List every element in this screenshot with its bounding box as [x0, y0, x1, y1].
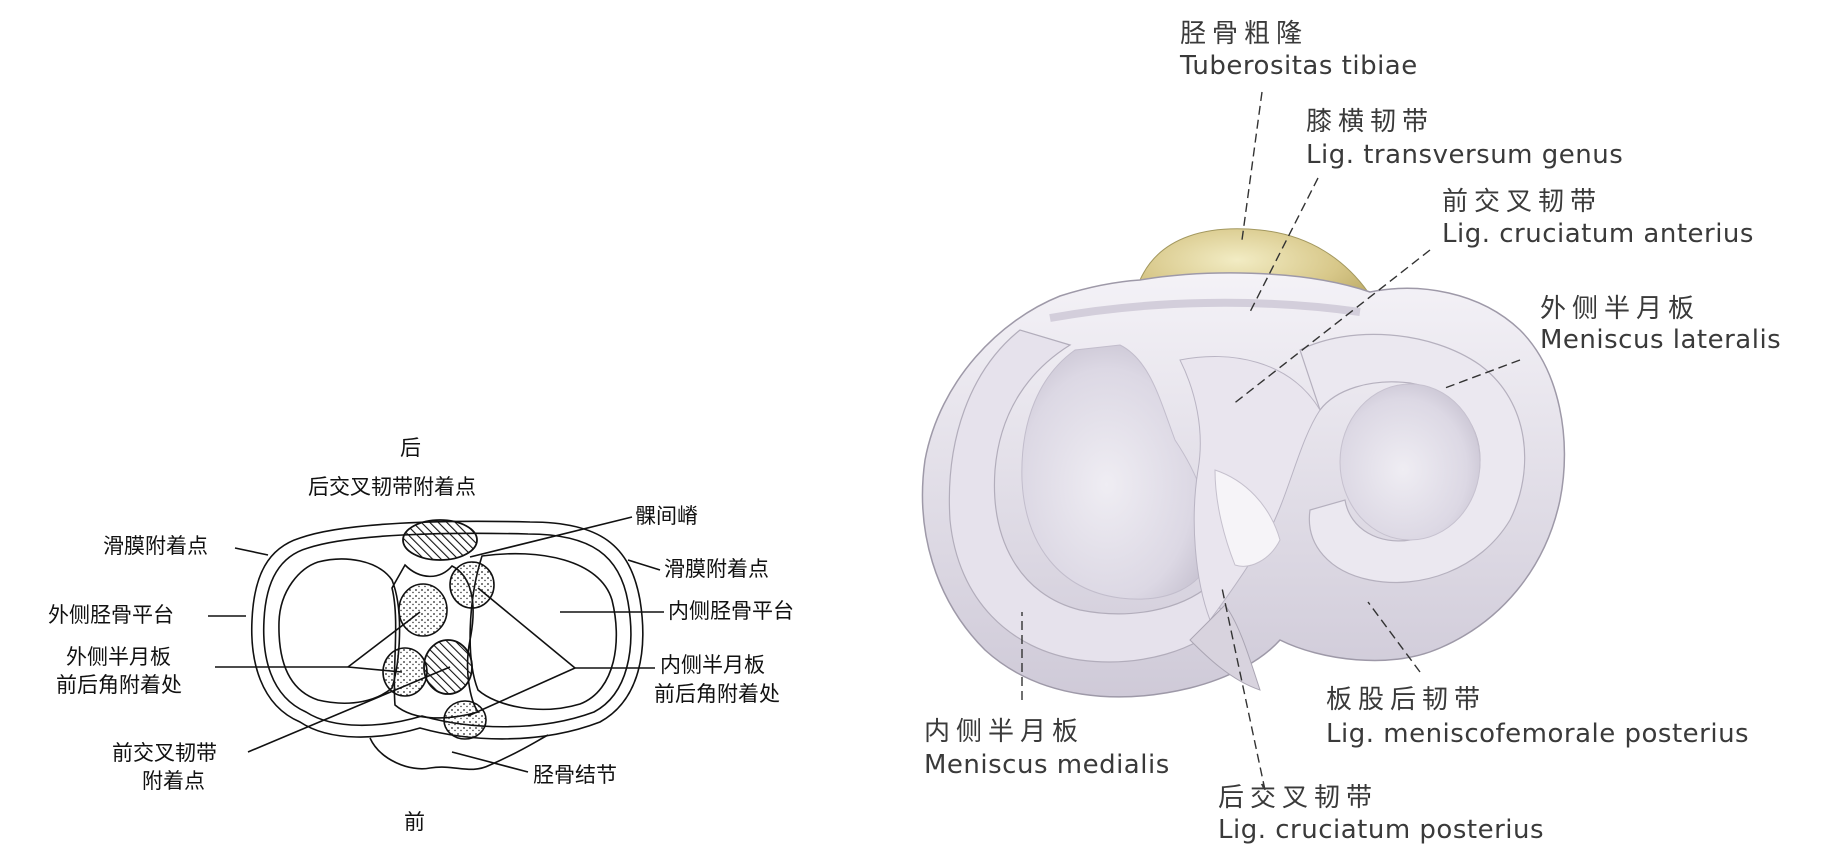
lateral-plateau-surface: [1339, 383, 1481, 541]
lateral-meniscus-posterior-horn: [382, 647, 428, 697]
pcl-attachment-area: [402, 519, 478, 561]
label-acl-attachment-point: 附着点: [142, 769, 205, 793]
leader-acl-attachment: [247, 666, 451, 753]
acl-fibers: [1214, 469, 1281, 567]
pcl-fibers: [1189, 604, 1261, 691]
label-lig-transversum-zh: 膝横韧带: [1306, 107, 1434, 137]
label-meniscus-medialis-la: Meniscus medialis: [924, 750, 1170, 780]
leader-medial-meniscus-a: [477, 587, 576, 669]
transverse-ligament-band: [1049, 298, 1361, 322]
label-medial-plateau: 内侧胫骨平台: [668, 599, 794, 623]
tibial-tubercle-outline: [369, 734, 549, 771]
label-tuberositas-la: Tuberositas tibiae: [1179, 51, 1418, 81]
label-lateral-plateau: 外侧胫骨平台: [48, 603, 174, 627]
left-schematic-diagram: 后 后交叉韧带附着点 滑膜附着点 髁间嵴 滑膜附着点 外侧胫骨平台 内侧胫骨平台…: [48, 436, 794, 834]
label-posterior: 后: [400, 436, 421, 460]
lateral-plateau-outline: [278, 558, 401, 704]
leader-tuberositas: [1241, 91, 1263, 241]
label-synovium-left: 滑膜附着点: [103, 534, 208, 558]
medial-plateau-outline: [469, 552, 618, 711]
leader-synovium-left: [234, 547, 269, 556]
leader-synovium-right: [627, 559, 661, 571]
leader-lateral-meniscus-a: [347, 611, 421, 668]
lateral-meniscus-anterior-horn: [398, 583, 448, 637]
label-lig-meniscofemorale-la: Lig. meniscofemorale posterius: [1326, 719, 1749, 749]
plateau-outer-outline: [250, 520, 644, 740]
label-meniscus-medialis-zh: 内侧半月板: [924, 717, 1084, 747]
leader-medial-meniscus-b: [467, 667, 576, 717]
label-pcl-attachment: 后交叉韧带附着点: [308, 475, 476, 499]
label-medial-meniscus: 内侧半月板: [660, 653, 765, 677]
label-lig-cruciatum-anterius-zh: 前交叉韧带: [1442, 187, 1602, 217]
label-lig-transversum-la: Lig. transversum genus: [1306, 140, 1623, 170]
label-lateral-meniscus: 外侧半月板: [66, 645, 171, 669]
label-medial-meniscus-horns: 前后角附着处: [654, 682, 780, 706]
label-tuberositas-zh: 胫骨粗隆: [1180, 19, 1308, 49]
leader-lig-meniscofemorale: [1367, 601, 1421, 673]
label-tibial-tubercle: 胫骨结节: [533, 763, 617, 787]
label-acl-attachment: 前交叉韧带: [112, 741, 217, 765]
intercondylar-region: [1179, 356, 1321, 622]
medial-plateau-surface: [1021, 344, 1212, 600]
label-lig-cruciatum-posterius-zh: 后交叉韧带: [1218, 783, 1378, 813]
plateau-inner-outline: [262, 532, 632, 728]
leader-lateral-meniscus-b: [347, 666, 403, 673]
label-lig-meniscofemorale-zh: 板股后韧带: [1326, 685, 1486, 715]
leader-tibial-tubercle: [451, 751, 529, 773]
label-lig-cruciatum-anterius-la: Lig. cruciatum anterius: [1442, 219, 1754, 249]
medial-meniscus-posterior-horn: [449, 561, 495, 609]
right-plateau-illustration: 胫骨粗隆 Tuberositas tibiae 膝横韧带 Lig. transv…: [921, 19, 1781, 845]
leader-lig-transversum: [1249, 177, 1319, 313]
label-meniscus-lateralis-la: Meniscus lateralis: [1540, 325, 1781, 355]
leader-lig-cruciatum-posterius: [1221, 587, 1266, 791]
label-meniscus-lateralis-zh: 外侧半月板: [1540, 294, 1700, 324]
leader-intercondylar-eminence: [469, 516, 633, 558]
label-lateral-meniscus-horns: 前后角附着处: [56, 673, 182, 697]
label-synovium-right: 滑膜附着点: [664, 557, 769, 581]
label-anterior: 前: [404, 810, 425, 834]
medial-meniscus-anterior-horn: [443, 700, 487, 740]
label-intercondylar-eminence: 髁间嵴: [635, 504, 698, 528]
label-lig-cruciatum-posterius-la: Lig. cruciatum posterius: [1218, 815, 1544, 845]
